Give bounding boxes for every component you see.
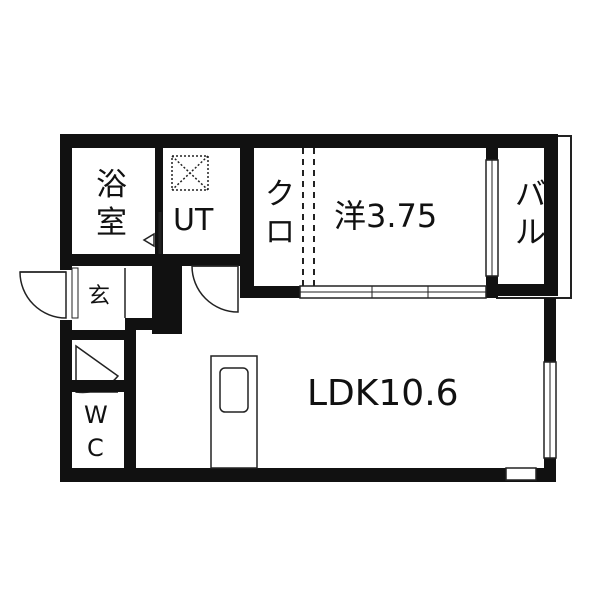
closet-label-line2: ロ bbox=[265, 215, 295, 250]
ut-door-swing bbox=[191, 265, 239, 313]
wall-entrance-bottom bbox=[125, 318, 182, 330]
entrance-label: 玄 bbox=[88, 284, 111, 309]
wall-wc-divider bbox=[72, 330, 136, 340]
outer-wall-bottom bbox=[60, 468, 556, 482]
bath-label-line1: 浴 bbox=[96, 167, 127, 203]
kitchen-sink bbox=[219, 367, 249, 413]
ut-label: UT bbox=[173, 203, 214, 238]
wc-label-line2: C bbox=[87, 434, 104, 462]
ldk-label: LDK10.6 bbox=[307, 373, 459, 414]
bath-door-triangle bbox=[142, 232, 155, 248]
balcony-label-line2: ル bbox=[515, 215, 546, 251]
balcony-outline bbox=[496, 135, 572, 299]
wc-label-line1: W bbox=[84, 401, 108, 429]
wall-bath-ut bbox=[155, 148, 163, 256]
wall-bath-bottom bbox=[72, 254, 242, 266]
western-room-label: 洋3.75 bbox=[334, 197, 438, 235]
balcony-label-line1: バ bbox=[515, 177, 546, 213]
outer-wall-right-upper bbox=[544, 134, 558, 286]
window-ldk-south bbox=[505, 467, 537, 481]
bath-label-line2: 室 bbox=[96, 205, 127, 241]
front-door-swing bbox=[19, 271, 67, 319]
wall-wc-right bbox=[124, 330, 136, 470]
outer-wall-left-upper bbox=[60, 134, 72, 270]
outer-wall-top bbox=[60, 134, 558, 148]
closet-label-line1: ク bbox=[265, 177, 295, 212]
balcony-wall-bottom bbox=[486, 284, 558, 296]
outer-wall-left-lower bbox=[60, 320, 72, 482]
wall-ut-western bbox=[240, 148, 254, 298]
